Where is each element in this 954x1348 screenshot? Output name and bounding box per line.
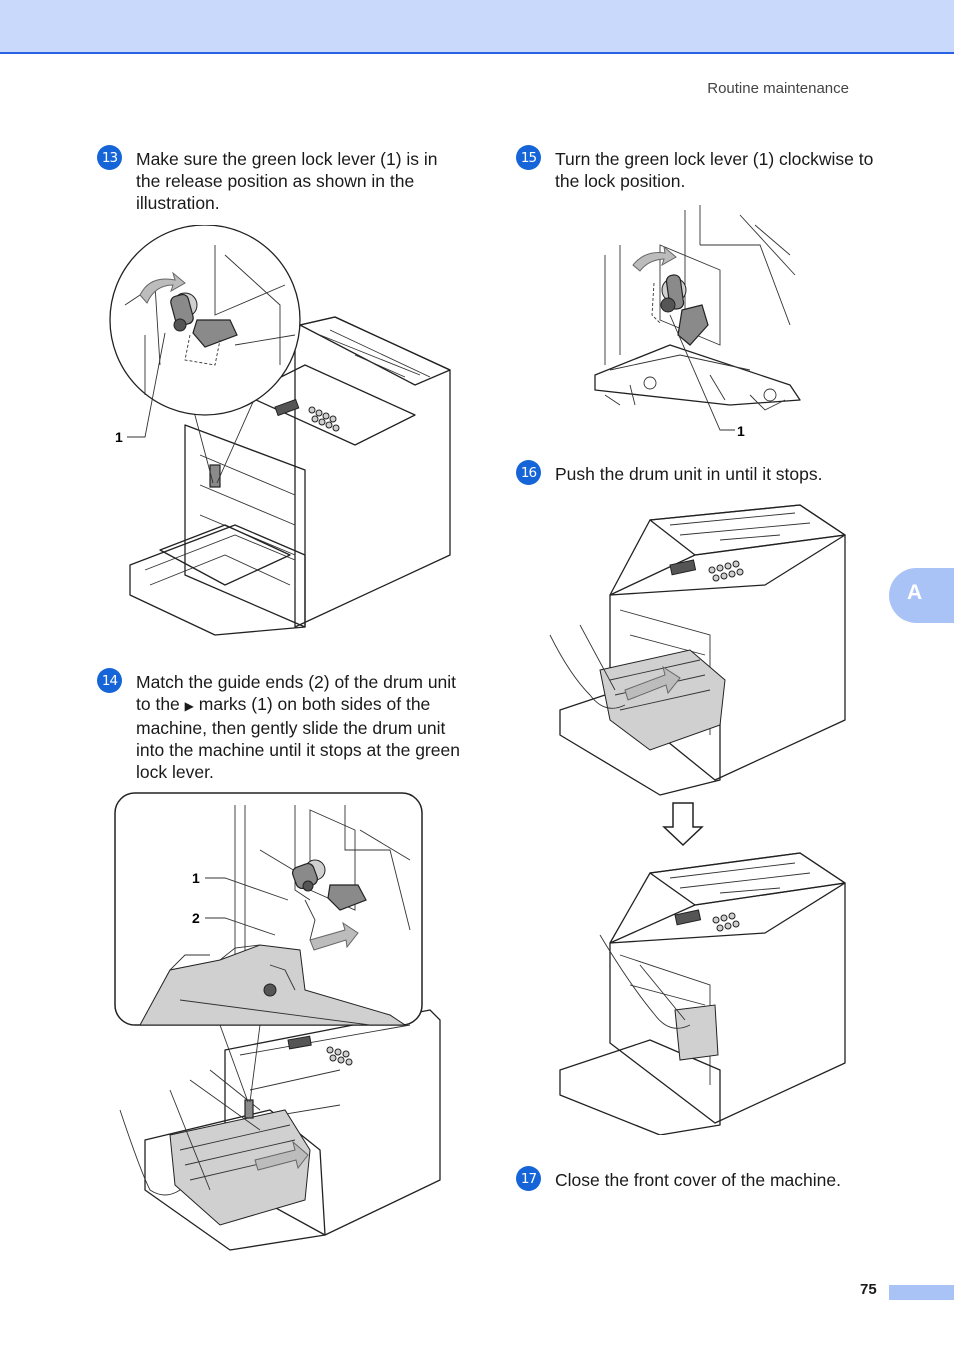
control-panel-buttons xyxy=(669,559,744,582)
page-number: 75 xyxy=(860,1281,877,1298)
zoom-callout xyxy=(109,225,301,484)
callout-1: 1 xyxy=(115,332,166,445)
printer-illustration-before xyxy=(549,504,846,796)
step-number-badge: 15 xyxy=(516,145,541,170)
down-arrow-icon xyxy=(662,802,704,847)
figure-lock-lever-clockwise: 1 xyxy=(590,205,810,445)
page-number-bar xyxy=(889,1285,954,1300)
triangle-mark-icon: ▶ xyxy=(184,699,194,713)
figure-drum-insert: 1 2 xyxy=(110,790,450,1255)
control-panel-buttons xyxy=(308,406,340,432)
step-15-text: Turn the green lock lever (1) clockwise … xyxy=(555,149,874,191)
figure-push-drum xyxy=(540,495,860,1135)
printer-illustration-after xyxy=(559,852,846,1135)
callout-2: 2 xyxy=(192,910,276,936)
step-14-text-part-1: Match the guide ends (2) of the drum uni… xyxy=(136,672,457,714)
step-number-badge: 13 xyxy=(97,145,122,170)
zoom-callout xyxy=(114,792,423,1103)
step-16-text: Push the drum unit in until it stops. xyxy=(555,464,823,484)
step-14-text: Match the guide ends (2) of the drum uni… xyxy=(136,671,466,783)
callout-1: 1 xyxy=(669,314,745,439)
callout-label: 2 xyxy=(192,910,200,926)
printer-illustration xyxy=(119,1009,441,1251)
callout-label: 1 xyxy=(115,429,123,445)
callout-label: 1 xyxy=(737,423,745,439)
step-17-text: Close the front cover of the machine. xyxy=(555,1170,841,1190)
step-number-badge: 17 xyxy=(516,1166,541,1191)
figure-lock-lever-release: 1 xyxy=(105,225,455,655)
step-number-badge: 16 xyxy=(516,460,541,485)
control-panel-buttons xyxy=(674,909,740,932)
section-side-tab: A xyxy=(889,568,954,623)
header-band xyxy=(0,0,954,54)
step-number-badge: 14 xyxy=(97,668,122,693)
section-side-tab-label: A xyxy=(907,581,923,604)
step-14-text-part-2: marks (1) on both sides of the machine, … xyxy=(136,694,460,782)
callout-1: 1 xyxy=(192,870,289,901)
callout-label: 1 xyxy=(192,870,200,886)
running-head: Routine maintenance xyxy=(707,80,849,97)
step-13-text: Make sure the green lock lever (1) is in… xyxy=(136,149,438,213)
control-panel-buttons xyxy=(287,1035,353,1066)
